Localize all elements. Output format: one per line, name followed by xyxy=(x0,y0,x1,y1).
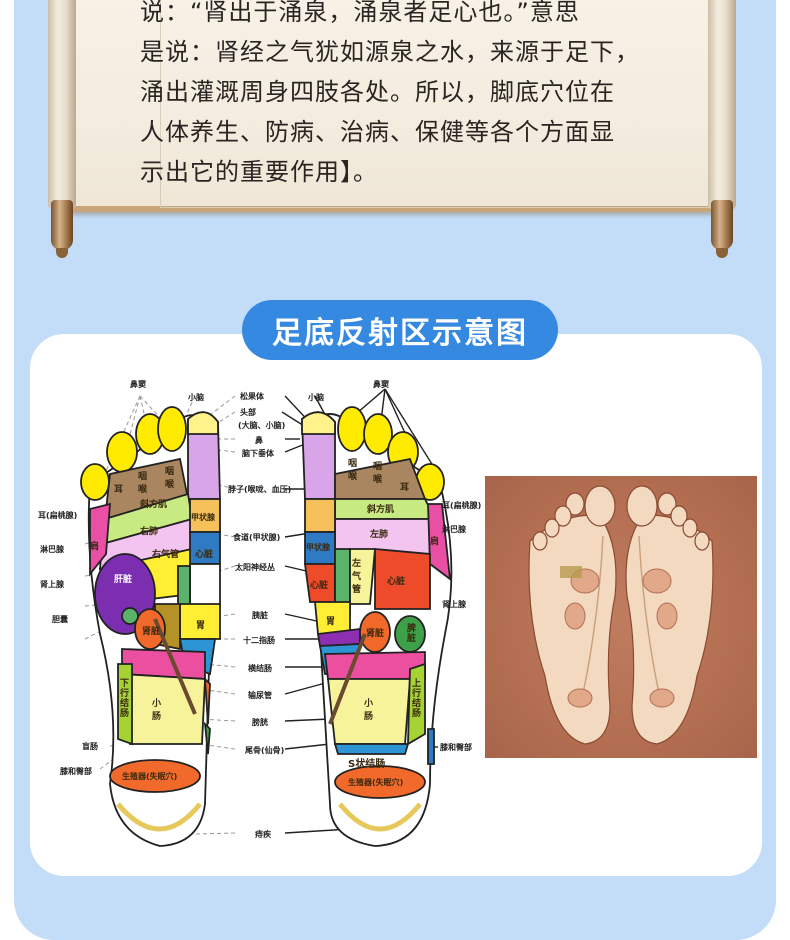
zone-liver: 肝脏 xyxy=(114,575,133,585)
zone-right-throat-2: 咽喉 xyxy=(373,462,383,485)
label-left-knee-hip: 膝和臀部 xyxy=(60,767,92,776)
feet-illustration-photo xyxy=(485,476,757,758)
zone-left-trapezius: 斜方肌 xyxy=(140,500,168,510)
zone-right-heart: 心脏 xyxy=(387,577,406,587)
label-nose: 鼻 xyxy=(255,436,263,445)
zone-left-genital: 生殖器(失眠穴) xyxy=(122,772,178,781)
scroll-line: 示出它的重要作用】。 xyxy=(140,158,378,186)
label-transverse-colon: 横结肠 xyxy=(248,664,272,673)
zone-descending-colon: 下行结肠 xyxy=(120,679,130,719)
zone-ascending-colon: 上行结肠 xyxy=(412,679,422,719)
scroll-cap-left-icon xyxy=(51,200,73,258)
zone-spleen: 脾脏 xyxy=(407,624,417,644)
label-ureter: 输尿管 xyxy=(248,691,272,700)
foot-map-svg xyxy=(80,388,453,847)
foot-reflexology-diagram: 鼻窦 小脑 小脑 鼻窦 松果体 头部 (大脑、小脑) 鼻 脑下垂体 脖子(喉咙、… xyxy=(30,334,490,874)
label-right-sinus: 鼻窦 xyxy=(373,380,389,389)
label-right-adrenal: 肾上腺 xyxy=(442,600,466,609)
zone-left-stomach: 胃 xyxy=(196,621,206,631)
label-left-ear-tonsil: 耳(扁桃腺) xyxy=(38,511,78,520)
diagram-card: 鼻窦 小脑 小脑 鼻窦 松果体 头部 (大脑、小脑) 鼻 脑下垂体 脖子(喉咙、… xyxy=(30,334,762,876)
zone-right-kidney: 肾脏 xyxy=(366,629,385,639)
label-brain: (大脑、小脑) xyxy=(238,421,286,430)
label-bladder: 膀胱 xyxy=(252,718,268,727)
feet-photo-svg xyxy=(528,485,714,745)
label-right-ear-tonsil: 耳(扁桃腺) xyxy=(442,501,482,510)
label-head: 头部 xyxy=(240,408,256,417)
label-neck: 脖子(喉咙、血压) xyxy=(228,485,292,494)
label-left-adrenal: 肾上腺 xyxy=(40,580,64,589)
zone-left-throat-2: 咽喉 xyxy=(165,467,175,490)
label-left-sinus: 鼻窦 xyxy=(130,380,146,389)
label-right-knee-hip: 膝和臀部 xyxy=(440,743,472,752)
zone-right-ear: 耳 xyxy=(400,483,410,493)
zone-left-ear: 耳 xyxy=(114,485,124,495)
label-coccyx: 尾骨(仙骨) xyxy=(245,746,285,755)
scroll-rod-left xyxy=(48,0,76,210)
zone-right-shoulder: 肩 xyxy=(430,537,440,547)
label-left-cerebellum: 小脑 xyxy=(188,393,204,402)
label-right-lymph: 淋巴腺 xyxy=(442,525,466,534)
section-title-text: 足底反射区示意图 xyxy=(272,316,528,351)
label-solar-plexus: 太阳神经丛 xyxy=(235,563,275,572)
zone-left-small-intestine: 小肠 xyxy=(152,699,162,722)
zone-sigmoid-colon: S状结肠 xyxy=(348,759,386,770)
zone-right-small-intestine: 小肠 xyxy=(364,699,374,722)
scroll-paper xyxy=(70,0,720,212)
zone-right-lung: 左肺 xyxy=(370,530,389,540)
scroll-line: 说：“肾出于涌泉，涌泉者足心也。”意思 xyxy=(140,0,580,26)
label-pineal: 松果体 xyxy=(240,392,264,401)
scroll-banner: 说：“肾出于涌泉，涌泉者足心也。”意思 是说：肾经之气犹如源泉之水，来源于足下，… xyxy=(48,0,742,258)
zone-right-stomach: 胃 xyxy=(326,617,336,627)
zone-left-lung: 右肺 xyxy=(140,527,159,537)
label-duodenum: 十二指肠 xyxy=(243,636,275,645)
zone-right-genital: 生殖器(失眠穴) xyxy=(348,778,404,787)
zone-left-shoulder: 肩 xyxy=(90,542,100,552)
label-pituitary: 脑下垂体 xyxy=(242,449,274,458)
label-gallbladder: 胆囊 xyxy=(52,615,68,624)
label-left-lymph: 淋巴腺 xyxy=(40,545,64,554)
scroll-rod-right xyxy=(708,0,736,210)
zone-left-heart: 心脏 xyxy=(195,550,214,560)
zone-right-heart-small: 心脏 xyxy=(310,581,329,591)
scroll-line: 涌出灌溉周身四肢各处。所以，脚底穴位在 xyxy=(140,78,615,106)
scroll-cap-right-icon xyxy=(711,200,733,258)
label-right-cerebellum: 小脑 xyxy=(308,393,324,402)
zone-right-trachea: 左气管 xyxy=(352,559,362,595)
scroll-line: 是说：肾经之气犹如源泉之水，来源于足下， xyxy=(140,38,640,66)
zone-left-kidney: 肾脏 xyxy=(142,627,161,637)
scroll-text: 说：“肾出于涌泉，涌泉者足心也。”意思 是说：肾经之气犹如源泉之水，来源于足下，… xyxy=(140,0,680,192)
zone-left-throat-1: 咽喉 xyxy=(138,472,148,495)
zone-left-thyroid: 甲状腺 xyxy=(191,513,215,522)
label-appendix: 盲肠 xyxy=(82,742,98,751)
zone-right-throat-1: 咽喉 xyxy=(348,459,358,482)
label-esophagus: 食道(甲状腺) xyxy=(233,533,281,542)
zone-left-trachea: 右气管 xyxy=(152,550,180,560)
section-title: 足底反射区示意图 xyxy=(242,300,558,360)
label-pancreas: 胰脏 xyxy=(252,611,268,620)
scroll-line: 人体养生、防病、治病、保健等各个方面显 xyxy=(140,118,615,146)
zone-right-trapezius: 斜方肌 xyxy=(367,505,395,515)
label-hemorrhoids: 痔疾 xyxy=(255,830,271,839)
zone-right-thyroid: 甲状腺 xyxy=(306,543,330,552)
